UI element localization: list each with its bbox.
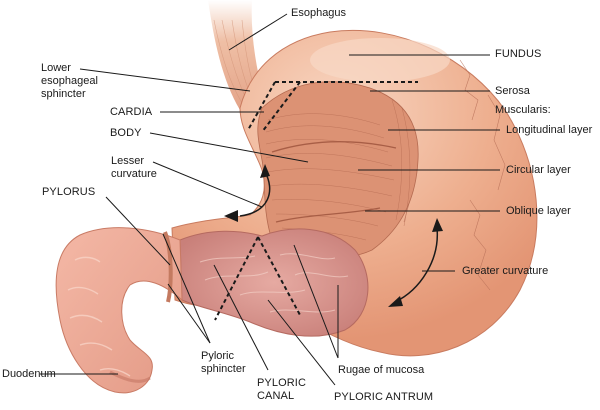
arrowhead-left	[224, 210, 238, 222]
lesser-curvature-arrow	[239, 171, 271, 217]
leader-pyloric-sphincter-2	[167, 283, 211, 344]
leader-les	[79, 68, 251, 92]
label-oblique-layer: Oblique layer	[506, 205, 571, 217]
label-pyloric-antrum: PYLORIC ANTRUM	[334, 391, 434, 403]
label-esophagus: Esophagus	[291, 7, 347, 19]
label-fundus: FUNDUS	[495, 48, 542, 60]
label-circular-layer: Circular layer	[506, 164, 571, 176]
label-duodenum: Duodenum	[2, 368, 56, 380]
leader-pyloric-canal	[213, 264, 269, 371]
label-lower-esophageal-sphincter: Lower esophageal sphincter	[41, 62, 98, 100]
region-boundaries	[214, 81, 418, 321]
leader-rugae-1	[293, 244, 339, 359]
mucosa-interior	[179, 228, 369, 337]
leader-pyloric-antrum	[267, 299, 336, 386]
duodenum-shape	[55, 227, 183, 394]
label-pyloric-canal: PYLORIC CANAL	[257, 377, 306, 402]
label-lesser-curvature: Lesser curvature	[111, 155, 157, 180]
canal-boundary-left	[214, 236, 259, 321]
arrowhead-up	[260, 164, 270, 178]
label-pyloric-sphincter: Pyloric sphincter	[201, 350, 246, 375]
label-muscularis: Muscularis:	[495, 104, 551, 116]
pyloric-sphincter-shape	[163, 231, 173, 303]
label-serosa: Serosa	[495, 85, 530, 97]
leader-lines	[40, 13, 500, 386]
leader-lesser-curvature	[152, 161, 263, 208]
antrum-boundary	[257, 236, 301, 316]
label-greater-curvature: Greater curvature	[462, 265, 549, 277]
leader-esophagus	[228, 13, 288, 51]
leader-body	[149, 132, 309, 163]
leader-pylorus	[105, 196, 171, 266]
greater-curvature-arrow	[394, 227, 438, 303]
leader-pyloric-sphincter-1	[162, 233, 211, 344]
cardia-boundary-left	[247, 81, 276, 131]
label-pylorus: PYLORUS	[42, 186, 96, 198]
label-body: BODY	[110, 127, 142, 139]
cardia-boundary-right	[261, 81, 301, 133]
label-cardia: CARDIA	[110, 106, 153, 118]
label-longitudinal-layer: Longitudinal layer	[506, 124, 593, 136]
label-rugae-of-mucosa: Rugae of mucosa	[338, 364, 425, 376]
